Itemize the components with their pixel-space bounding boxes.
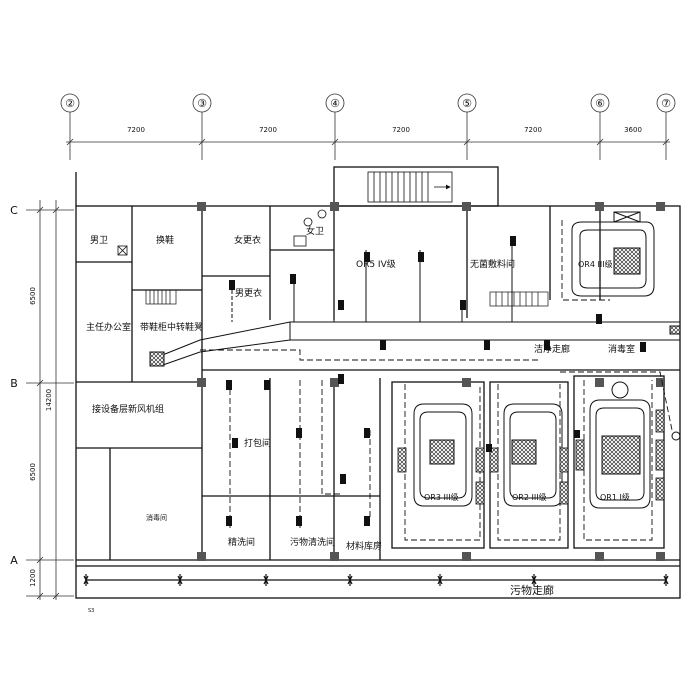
or3-supply-ring bbox=[413, 403, 473, 507]
row-label-b: B bbox=[10, 377, 18, 390]
axis-label-5: ⑤ bbox=[462, 97, 472, 110]
room-label-shoe-change: 换鞋 bbox=[156, 234, 174, 246]
room-label-director-office: 主任办公室 bbox=[86, 321, 131, 333]
structural-columns bbox=[197, 202, 665, 561]
hepa-diffuser-icon bbox=[511, 439, 537, 465]
room-label-dirty-washing: 污物清洗间 bbox=[290, 536, 335, 548]
dim-row-a: 1200 bbox=[29, 569, 37, 587]
axis-bubble-4 bbox=[325, 93, 345, 160]
axis-bubble-2 bbox=[60, 93, 80, 160]
toilet-fixture-icon bbox=[117, 209, 327, 256]
hepa-diffuser-icon bbox=[429, 439, 455, 465]
axis-bubble-5 bbox=[457, 93, 477, 160]
room-label-male-change: 男更衣 bbox=[235, 287, 262, 299]
axis-label-3: ③ bbox=[197, 97, 207, 110]
hepa-diffuser-icon bbox=[601, 435, 641, 475]
exhaust-riser bbox=[669, 325, 681, 441]
dim-col-6-7: 3600 bbox=[624, 126, 642, 134]
dim-total: 14200 bbox=[45, 389, 53, 411]
return-grille-icons bbox=[397, 409, 665, 505]
or4-supply-ring bbox=[571, 211, 655, 297]
room-label-female-toilet: 女卫 bbox=[306, 225, 324, 237]
room-label-disinfection: 消毒室 bbox=[608, 343, 635, 355]
walls bbox=[75, 166, 681, 599]
dim-col-5-6: 7200 bbox=[524, 126, 542, 134]
row-label-a: A bbox=[10, 554, 18, 567]
room-label-disinfect-room: 消毒间 bbox=[146, 513, 167, 522]
row-label-c: C bbox=[10, 204, 18, 217]
stair-icon bbox=[367, 171, 453, 203]
axis-label-4: ④ bbox=[330, 97, 340, 110]
room-label-sterile-store: 无菌敷料间 bbox=[470, 258, 515, 270]
axis-bubble-3 bbox=[192, 93, 212, 160]
room-label-washing: 精洗间 bbox=[228, 536, 255, 548]
room-label-or2: OR2 III级 bbox=[512, 492, 547, 502]
small-stair-icon bbox=[145, 289, 549, 307]
room-label-material-store: 材料库房 bbox=[346, 540, 382, 552]
axis-bubble-7 bbox=[656, 93, 676, 160]
room-label-female-change: 女更衣 bbox=[234, 234, 261, 246]
axis-label-6: ⑥ bbox=[595, 97, 605, 110]
dim-col-3-4: 7200 bbox=[259, 126, 277, 134]
dim-row-c-b: 6500 bbox=[29, 287, 37, 305]
damper-valve-icons bbox=[226, 236, 646, 526]
axis-label-2: ② bbox=[65, 97, 75, 110]
room-label-or1: OR1 I级 bbox=[600, 492, 630, 502]
footnote-label: S3 bbox=[88, 608, 94, 614]
room-label-toilet: 男卫 bbox=[90, 235, 108, 246]
column-axis-labels bbox=[60, 93, 676, 160]
axis-bubble-6 bbox=[590, 93, 610, 160]
hepa-diffuser-icon bbox=[613, 247, 641, 275]
dirty-corridor-duct bbox=[83, 574, 669, 586]
room-label-or3: OR3 III级 bbox=[424, 492, 459, 502]
room-label-dirty-corridor: 污物走廊 bbox=[510, 583, 554, 597]
axis-label-7: ⑦ bbox=[661, 97, 671, 110]
room-label-packing: 打包间 bbox=[244, 437, 271, 449]
room-label-clean-corridor: 洁净走廊 bbox=[534, 343, 570, 355]
dim-row-b-a: 6500 bbox=[29, 463, 37, 481]
dim-col-2-3: 7200 bbox=[127, 126, 145, 134]
dim-col-4-5: 7200 bbox=[392, 126, 410, 134]
room-label-or4: OR4 III级 bbox=[578, 259, 613, 269]
row-axis bbox=[26, 200, 74, 600]
room-label-ahu: 接设备层新风机组 bbox=[92, 403, 164, 415]
room-label-or5: OR5 IV级 bbox=[356, 258, 396, 270]
room-label-shoe-bench: 带鞋柜中转鞋凳 bbox=[140, 321, 203, 333]
or1-supply-ring bbox=[589, 381, 651, 509]
